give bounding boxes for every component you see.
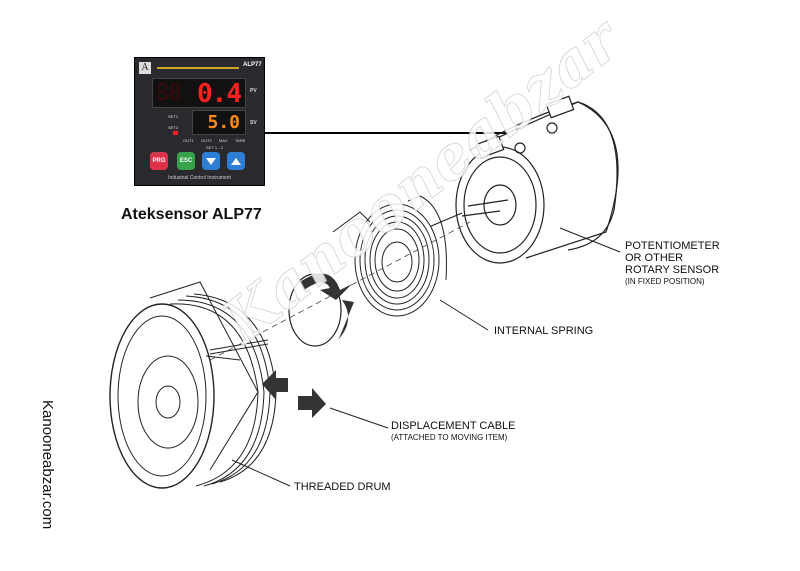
set12-label: SET 1 - 2: [206, 145, 223, 150]
internal-spring: [332, 195, 447, 317]
leader-lines: [231, 227, 621, 487]
potentiometer-label-line3: ROTARY SENSOR: [625, 264, 720, 276]
rotate-arrow-icon: [338, 300, 354, 340]
up-arrow-icon: [231, 158, 241, 165]
rotate-arrow-icon: [300, 273, 352, 300]
up-button[interactable]: [227, 152, 245, 170]
pv-value: 0.4: [197, 79, 242, 109]
pv-ghost-digits: 88: [156, 81, 181, 106]
potentiometer-label-line1: POTENTIOMETER: [625, 240, 720, 252]
potentiometer-sublabel: (IN FIXED POSITION): [625, 277, 705, 286]
sv-label: SV: [250, 120, 257, 126]
threaded-drum: [109, 281, 277, 489]
drum-label: THREADED DRUM: [294, 481, 391, 493]
brand-logo: A: [139, 62, 151, 74]
potentiometer: [409, 95, 619, 264]
prg-button[interactable]: PRG: [150, 152, 168, 170]
pv-display: 88 0.4: [152, 78, 246, 109]
cable-sublabel: (ATTACHED TO MOVING ITEM): [391, 433, 508, 442]
sv-value: 5.0: [207, 112, 240, 133]
right-arrow-icon: [298, 388, 326, 418]
panel-footer: Industrial Control Instrument: [168, 175, 231, 181]
spring-label: INTERNAL SPRING: [494, 325, 594, 337]
website-text: Kanooneabzar.com: [39, 400, 56, 530]
tare-label: TARE: [235, 138, 246, 143]
max-label: MAX: [219, 138, 228, 143]
down-arrow-icon: [206, 158, 216, 165]
accent-stripe: [157, 67, 239, 69]
set2-label: SET2: [168, 125, 179, 130]
coupling-ring: [288, 273, 354, 347]
sv-display: 5.0: [192, 110, 246, 135]
set2-led: [173, 131, 178, 135]
left-arrow-icon: [262, 370, 288, 400]
cable-label: DISPLACEMENT CABLE: [391, 420, 516, 432]
model-label: ALP77: [243, 62, 262, 68]
device-caption: Ateksensor ALP77: [121, 206, 262, 223]
set1-label: SET1: [168, 114, 179, 119]
pv-label: PV: [250, 88, 257, 94]
out2-label: OUT2: [201, 138, 212, 143]
out1-label: OUT1: [183, 138, 194, 143]
axis-line: [209, 221, 471, 361]
down-button[interactable]: [202, 152, 220, 170]
potentiometer-label-line2: OR OTHER: [625, 252, 684, 264]
esc-button[interactable]: ESC: [177, 152, 195, 170]
controller-panel: A ALP77 88 0.4 PV SET1 SET2 5.0 SV OUT1 …: [134, 57, 265, 186]
displacement-arrows: [262, 370, 326, 418]
